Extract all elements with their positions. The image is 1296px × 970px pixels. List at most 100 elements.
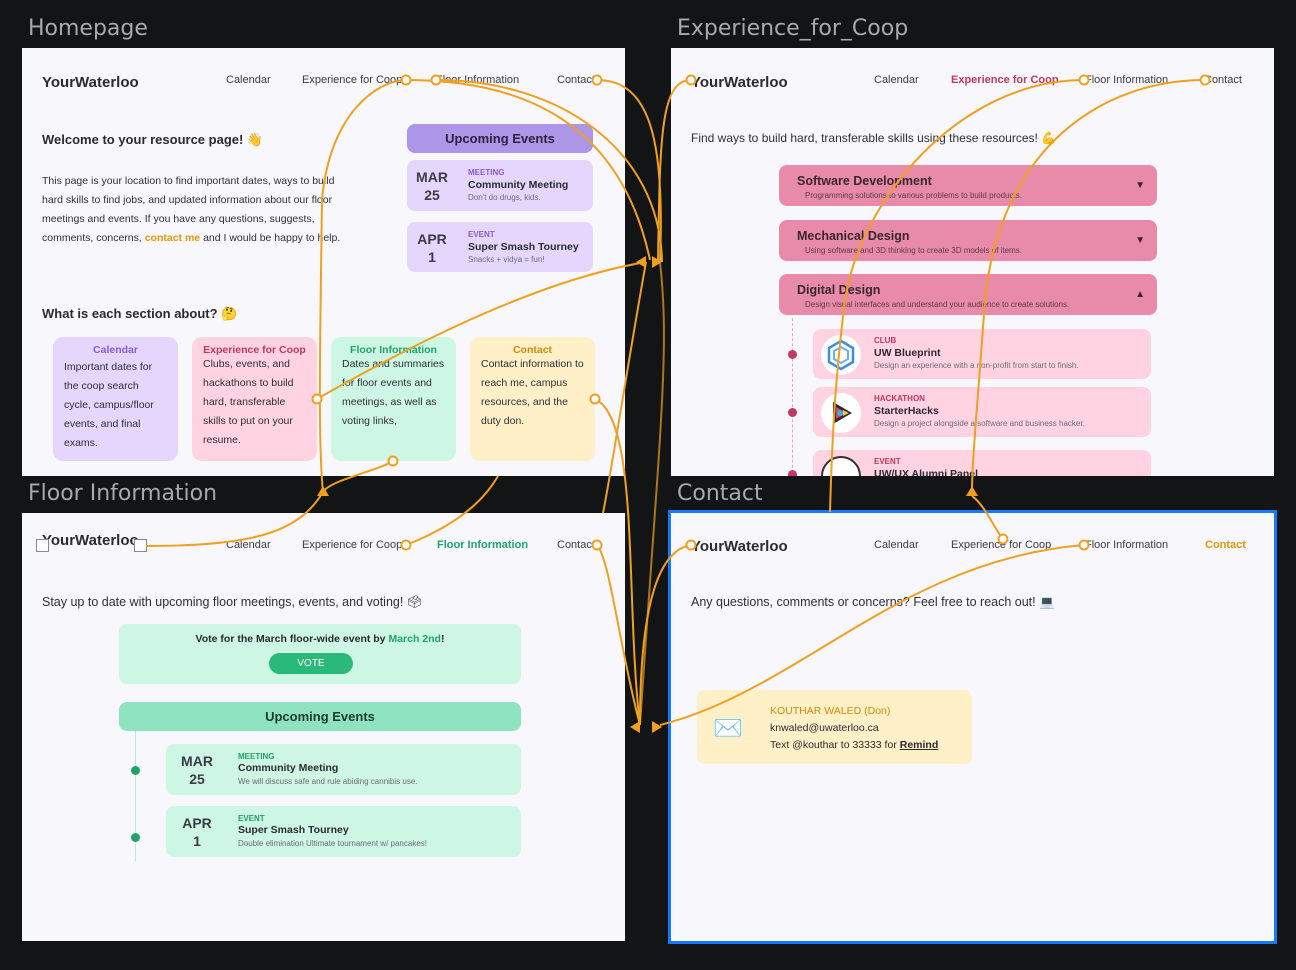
accordion-desc: Using software and 3D thinking to create… (805, 246, 1022, 255)
intro-text: This page is your location to find impor… (42, 175, 335, 244)
upcoming-events-header: Upcoming Events (119, 702, 521, 731)
timeline-line (135, 731, 136, 861)
contact-remind: Text @kouthar to 33333 for Remind (770, 739, 939, 751)
nav-calendar[interactable]: Calendar (226, 539, 271, 551)
nav-contact[interactable]: Contact (557, 74, 595, 86)
nav-calendar[interactable]: Calendar (874, 74, 919, 86)
arrowhead-icon (966, 486, 978, 496)
chevron-down-icon[interactable]: ▼ (1135, 180, 1145, 191)
item-tag: CLUB (874, 336, 897, 345)
vote-text: Vote for the March floor-wide event by M… (195, 633, 445, 645)
event-desc: Snacks + vidya = fun! (468, 255, 545, 264)
accordion-digital[interactable]: Digital Design Design visual interfaces … (779, 274, 1157, 315)
floor-frame[interactable]: YourWaterloo Calendar Experience for Coo… (22, 513, 625, 941)
vote-button[interactable]: VOTE (269, 653, 353, 674)
timeline-dot (131, 833, 140, 842)
contact-frame[interactable]: YourWaterloo Calendar Experience for Coo… (668, 510, 1277, 944)
nav-coop[interactable]: Experience for Coop (302, 74, 403, 86)
nav-coop[interactable]: Experience for Coop (302, 539, 403, 551)
item-desc: Design a project alongside a software an… (874, 419, 1085, 428)
accordion-software[interactable]: Software Development Programming solutio… (779, 165, 1157, 206)
brand-logo[interactable]: YourWaterloo (42, 74, 139, 91)
coop-frame[interactable]: YourWaterloo Calendar Experience for Coo… (671, 48, 1274, 476)
section-card-floor[interactable]: Floor Information Dates and summaries fo… (331, 337, 456, 461)
chevron-up-icon[interactable]: ▲ (1135, 289, 1145, 300)
resize-handle[interactable] (36, 539, 49, 552)
nav-floor[interactable]: Floor Information (1085, 74, 1169, 86)
arrowhead-icon (636, 256, 646, 268)
intro-text-end: and I would be happy to help. (203, 232, 341, 244)
timeline-line (792, 318, 794, 476)
intro-paragraph: This page is your location to find impor… (42, 172, 342, 248)
resource-item[interactable]: CLUB UW Blueprint Design an experience w… (813, 329, 1151, 379)
timeline-dot (788, 470, 797, 476)
uwux-logo-icon (821, 456, 861, 476)
arrowhead-icon (652, 256, 662, 268)
resource-item[interactable]: EVENT UW/UX Alumni Panel (813, 450, 1151, 476)
nav-calendar[interactable]: Calendar (226, 74, 271, 86)
card-body: Clubs, events, and hackathons to build h… (203, 358, 294, 446)
nav-contact[interactable]: Contact (557, 539, 595, 551)
chevron-down-icon[interactable]: ▼ (1135, 235, 1145, 246)
event-tag: EVENT (468, 230, 495, 239)
homepage-frame[interactable]: YourWaterloo Calendar Experience for Coo… (22, 48, 625, 476)
arrowhead-icon (630, 721, 640, 733)
nav-floor[interactable]: Floor Information (437, 539, 529, 551)
floor-intro: Stay up to date with upcoming floor meet… (42, 595, 423, 609)
section-card-contact[interactable]: Contact Contact information to reach me,… (470, 337, 595, 461)
section-card-calendar[interactable]: Calendar Important dates for the coop se… (53, 337, 178, 461)
event-tag: EVENT (238, 814, 265, 823)
accordion-title: Software Development (797, 174, 932, 188)
card-body: Important dates for the coop search cycl… (64, 361, 154, 449)
timeline-dot (788, 408, 797, 417)
nav-coop[interactable]: Experience for Coop (951, 539, 1052, 551)
blueprint-logo-icon (821, 335, 861, 375)
brand-logo[interactable]: YourWaterloo (691, 74, 788, 91)
frame-label-contact[interactable]: Contact (677, 481, 763, 506)
contact-card: ✉️ KOUTHAR WALED (Don) knwaled@uwaterloo… (697, 690, 972, 764)
item-tag: EVENT (874, 457, 901, 466)
event-desc: Don't do drugs, kids. (468, 193, 541, 202)
item-name: UW Blueprint (874, 347, 941, 359)
contact-me-link[interactable]: contact me (144, 232, 201, 244)
card-title: Calendar (93, 344, 138, 356)
item-name: StarterHacks (874, 405, 939, 417)
nav-contact[interactable]: Contact (1204, 74, 1242, 86)
brand-logo[interactable]: YourWaterloo (42, 532, 139, 549)
nav-contact[interactable]: Contact (1205, 539, 1246, 551)
section-card-coop[interactable]: Experience for Coop Clubs, events, and h… (192, 337, 317, 461)
nav-calendar[interactable]: Calendar (874, 539, 919, 551)
event-name: Super Smash Tourney (238, 824, 349, 836)
arrowhead-icon (652, 721, 662, 733)
envelope-icon: ✉️ (713, 715, 743, 742)
accordion-desc: Design visual interfaces and understand … (805, 300, 1070, 309)
remind-link[interactable]: Remind (899, 739, 939, 751)
frame-label-homepage[interactable]: Homepage (28, 16, 148, 41)
resource-item[interactable]: HACKATHON StarterHacks Design a project … (813, 387, 1151, 437)
card-body: Dates and summaries for floor events and… (342, 358, 445, 427)
frame-label-coop[interactable]: Experience_for_Coop (677, 16, 909, 41)
coop-intro: Find ways to build hard, transferable sk… (691, 131, 1057, 145)
nav-floor[interactable]: Floor Information (1085, 539, 1169, 551)
event-desc: We will discuss safe and rule abiding ca… (238, 777, 418, 786)
accordion-title: Digital Design (797, 283, 881, 297)
item-tag: HACKATHON (874, 394, 925, 403)
nav-coop[interactable]: Experience for Coop (951, 74, 1059, 86)
resize-handle[interactable] (134, 539, 147, 552)
brand-logo[interactable]: YourWaterloo (691, 538, 788, 555)
accordion-title: Mechanical Design (797, 229, 910, 243)
nav-floor[interactable]: Floor Information (436, 74, 520, 86)
accordion-mechanical[interactable]: Mechanical Design Using software and 3D … (779, 220, 1157, 261)
item-desc: Design an experience with a non-profit f… (874, 361, 1079, 370)
contact-email[interactable]: knwaled@uwaterloo.ca (770, 722, 879, 734)
timeline-dot (131, 766, 140, 775)
frame-label-floor[interactable]: Floor Information (28, 481, 218, 506)
